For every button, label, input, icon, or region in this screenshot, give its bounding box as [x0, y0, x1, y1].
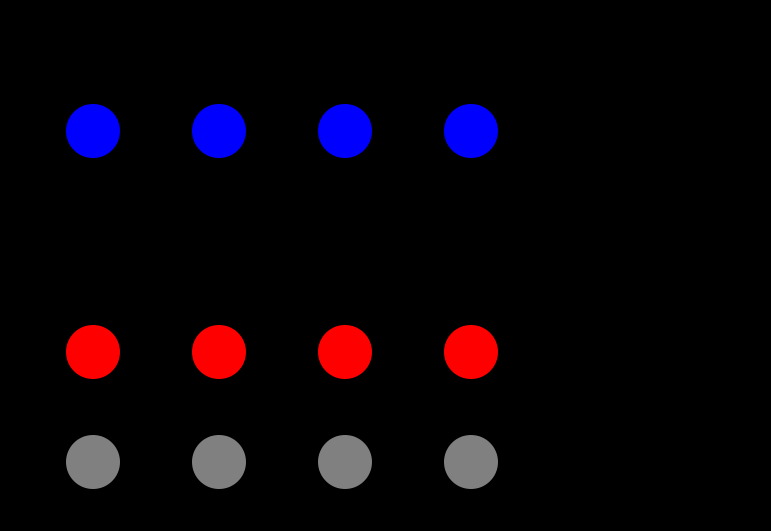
data-point-blue-series [444, 104, 498, 158]
data-point-red-series [444, 324, 498, 379]
data-point-red-series [318, 324, 372, 379]
data-point-blue-series [66, 104, 120, 158]
data-point-red-series [192, 324, 246, 379]
data-point-gray-series [444, 435, 498, 489]
data-point-red-series [66, 324, 120, 379]
data-point-blue-series [318, 104, 372, 158]
data-point-gray-series [66, 435, 120, 489]
data-point-gray-series [192, 435, 246, 489]
data-point-gray-series [318, 435, 372, 489]
data-point-blue-series [192, 104, 246, 158]
